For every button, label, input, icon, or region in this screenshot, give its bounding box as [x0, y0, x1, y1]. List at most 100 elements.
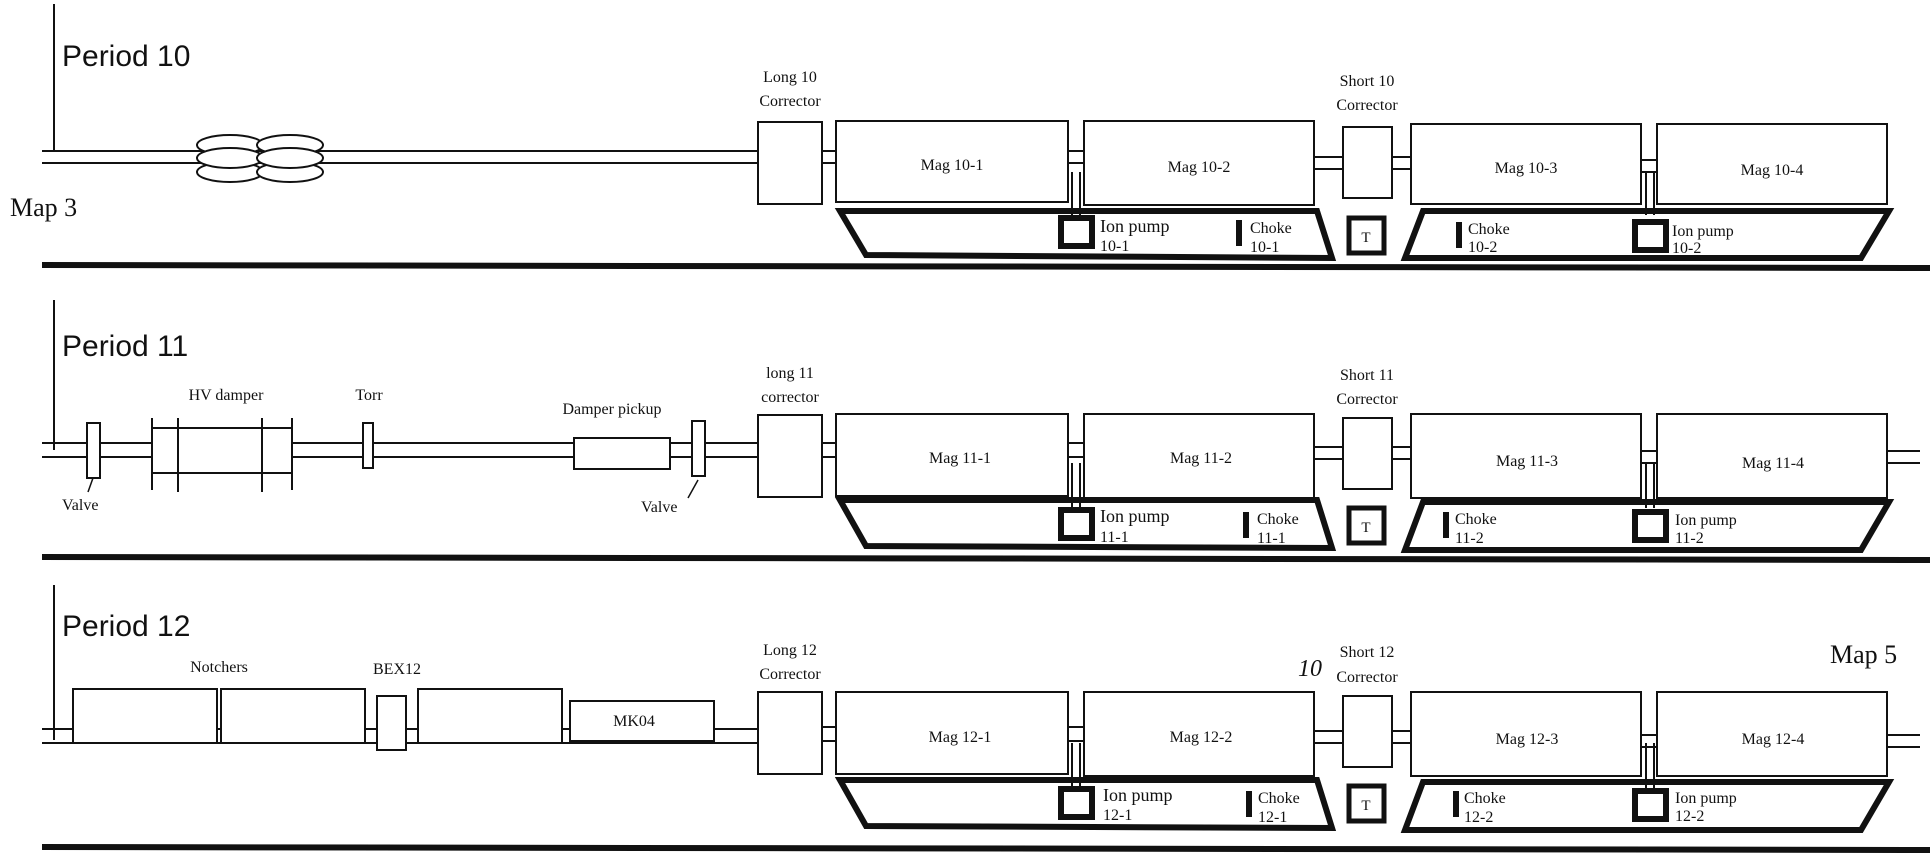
t-box-label: T — [1361, 798, 1370, 814]
pump-connection — [1071, 172, 1655, 215]
ion-pump-label: 12-1 — [1103, 807, 1132, 824]
magnet — [1083, 120, 1315, 206]
choke-label: Choke — [1455, 511, 1497, 528]
ion-pump-label: Ion pump — [1672, 223, 1734, 240]
long-corrector-label: Corrector — [759, 93, 821, 110]
quadrupole-lens-icon — [196, 134, 324, 183]
vacuum-tray — [1400, 208, 1895, 261]
beam-pipe — [42, 150, 758, 164]
t-box-label: T — [1361, 520, 1370, 536]
ion-pump-icon — [1632, 509, 1669, 543]
valve — [86, 422, 101, 479]
magnet — [1410, 123, 1642, 205]
magnet — [1656, 123, 1888, 205]
ion-pump-icon — [1058, 215, 1095, 249]
choke-icon — [1243, 512, 1249, 538]
damper-pickup-label: Damper pickup — [562, 401, 661, 418]
short-corrector-label: Corrector — [1336, 669, 1398, 686]
long-corrector-label: long 11 — [766, 365, 814, 382]
long-corrector-label: corrector — [761, 389, 819, 406]
choke-label: 11-1 — [1257, 530, 1286, 547]
vacuum-tray — [834, 208, 1337, 262]
magnet-label: Mag 12-3 — [1496, 731, 1559, 748]
magnet — [1083, 691, 1315, 777]
beam-pipe-segments — [822, 726, 1920, 748]
choke-label: 11-2 — [1455, 530, 1484, 547]
ion-pump-label: 10-1 — [1100, 238, 1129, 255]
magnet — [835, 413, 1069, 497]
choke-icon — [1443, 512, 1449, 538]
floor-line — [41, 844, 1930, 853]
hv-damper-flanges — [151, 418, 293, 492]
magnet — [1410, 691, 1642, 777]
t-box — [1346, 783, 1387, 824]
period-title: Period 10 — [62, 40, 190, 73]
magnet-label: Mag 10-1 — [921, 157, 984, 174]
valve-label: Valve — [641, 499, 677, 516]
ion-pump-label: Ion pump — [1103, 785, 1173, 805]
magnet — [835, 120, 1069, 203]
magnet — [1656, 413, 1888, 499]
ion-pump-label: Ion pump — [1100, 506, 1170, 526]
magnet-label: Mag 11-2 — [1170, 450, 1232, 467]
ion-pump-label: Ion pump — [1675, 790, 1737, 807]
pump-connection — [1071, 463, 1655, 508]
bex12-label: BEX12 — [373, 661, 421, 678]
magnet-label: Mag 12-2 — [1170, 729, 1233, 746]
beam-pipe-segments — [822, 150, 1657, 173]
pump-connection — [1071, 743, 1655, 788]
notcher — [72, 688, 218, 744]
torr-label: Torr — [355, 387, 383, 404]
short-corrector-label: Short 12 — [1340, 644, 1395, 661]
ion-pump-icon — [1632, 788, 1669, 822]
long-corrector — [757, 121, 823, 205]
magnet-label: Mag 10-2 — [1168, 159, 1231, 176]
short-corrector — [1342, 695, 1393, 768]
magnet-label: Mag 12-1 — [929, 729, 992, 746]
choke-label: Choke — [1464, 790, 1506, 807]
mk04-label: MK04 — [613, 713, 655, 730]
magnet — [1656, 691, 1888, 777]
choke-label: Choke — [1250, 220, 1292, 237]
hv-damper-label: HV damper — [189, 387, 264, 404]
t-box — [1346, 215, 1387, 256]
ion-pump-label: 12-2 — [1675, 808, 1704, 825]
choke-label: Choke — [1258, 790, 1300, 807]
magnet-label: Mag 11-3 — [1496, 453, 1558, 470]
long-corrector-label: Long 12 — [763, 642, 817, 659]
short-corrector — [1342, 126, 1393, 199]
period-10-row: Period 10 Long 10 Corrector — [41, 4, 1930, 271]
period-title: Period 12 — [62, 610, 190, 643]
magnet-label: Mag 11-4 — [1742, 455, 1804, 472]
beam-pipe-segments — [822, 442, 1920, 464]
vacuum-tray — [1400, 779, 1895, 833]
valve — [691, 420, 706, 477]
ion-pump-icon — [1058, 786, 1095, 820]
choke-label: 10-1 — [1250, 239, 1279, 256]
ion-pump-icon — [1058, 507, 1095, 541]
magnet-label: Mag 12-4 — [1742, 731, 1805, 748]
choke-label: 12-1 — [1258, 809, 1287, 826]
vacuum-tray — [1400, 499, 1895, 553]
magnet — [835, 691, 1069, 775]
valve-label: Valve — [62, 497, 98, 514]
floor-line — [41, 262, 1930, 271]
magnet — [1083, 413, 1315, 499]
bex12-chamber — [417, 688, 563, 744]
choke-label: 10-2 — [1468, 239, 1497, 256]
choke-icon — [1246, 791, 1252, 817]
mk04 — [569, 700, 715, 742]
ion-pump-label: 10-2 — [1672, 240, 1701, 257]
ion-pump-label: 11-1 — [1100, 529, 1129, 546]
ion-pump-icon — [1632, 219, 1669, 253]
notchers-label: Notchers — [190, 659, 248, 676]
long-corrector-label: Corrector — [759, 666, 821, 683]
damper-pickup — [573, 437, 671, 470]
short-corrector-label: Corrector — [1336, 97, 1398, 114]
short-corrector — [1342, 417, 1393, 490]
period-title: Period 11 — [62, 330, 188, 363]
map-right-label: Map 5 — [1830, 640, 1897, 669]
choke-icon — [1456, 222, 1462, 248]
period-11-row: Period 11 Valve HV damper Torr Damper pi… — [41, 300, 1930, 563]
short-corrector-label: Short 10 — [1340, 73, 1395, 90]
